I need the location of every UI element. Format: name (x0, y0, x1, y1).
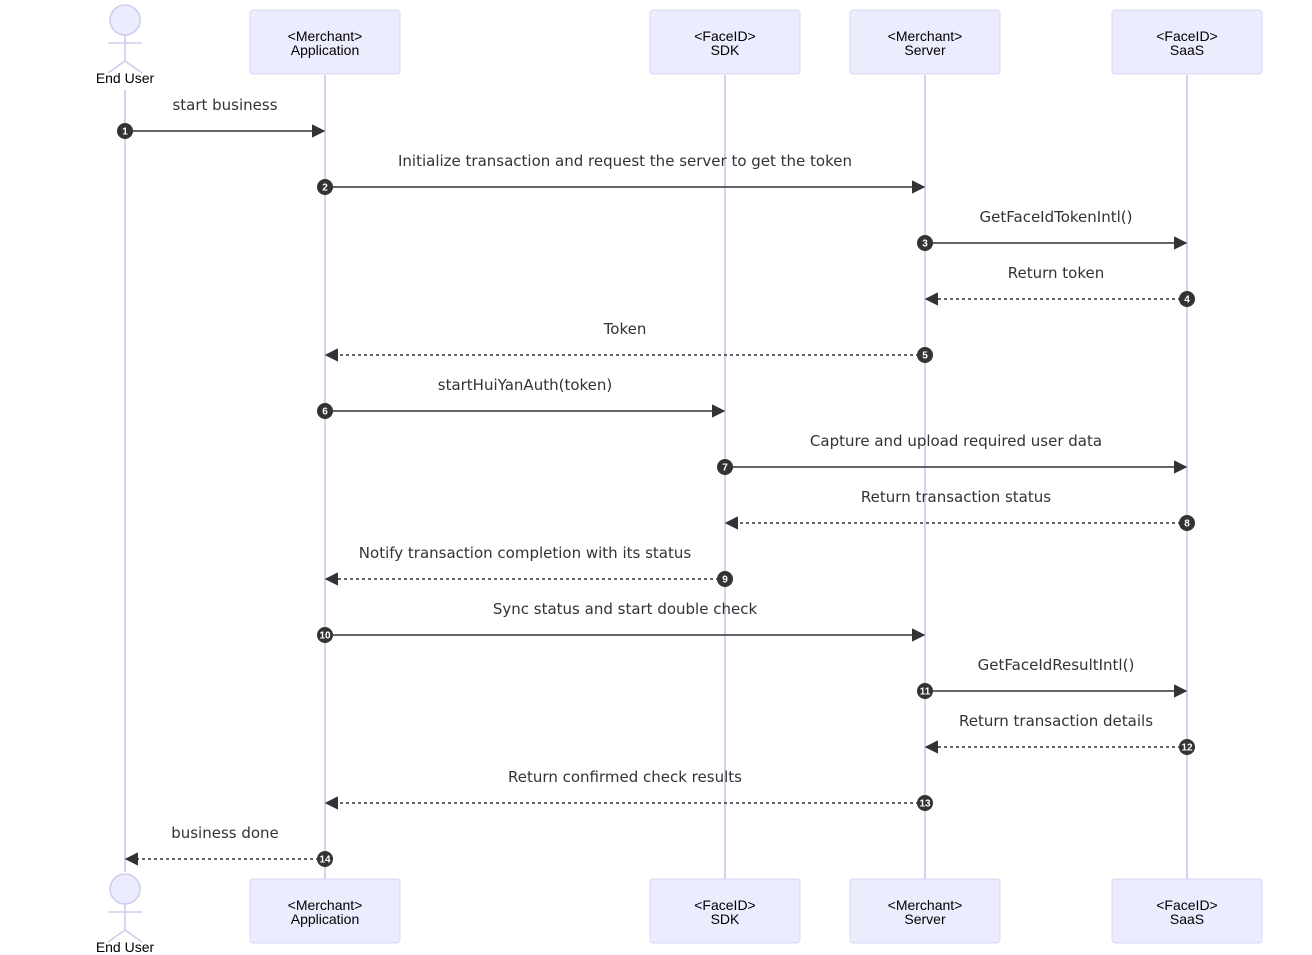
participant-label: Application (291, 42, 360, 58)
message-5: Token 5 (324, 320, 933, 363)
message-label: Token (603, 320, 647, 338)
participant-app-bottom: <Merchant>Application (249, 878, 401, 944)
participant-server-top: <Merchant>Server (849, 9, 1001, 75)
participant-box (649, 878, 801, 944)
participant-box (249, 878, 401, 944)
message-13: Return confirmed check results 13 (324, 768, 933, 811)
participant-user-bottom: End User (96, 873, 155, 955)
sequence-number: 1 (122, 127, 128, 138)
participant-saas-bottom: <FaceID>SaaS (1111, 878, 1263, 944)
participant-label: Application (291, 911, 360, 927)
actor-icon (107, 4, 143, 74)
participant-sdk-top: <FaceID>SDK (649, 9, 801, 75)
message-8: Return transaction status 8 (724, 488, 1195, 531)
sequence-number: 6 (322, 407, 328, 418)
participant-label: SaaS (1170, 911, 1204, 927)
participant-label: SDK (711, 911, 740, 927)
sequence-number-badge (717, 459, 733, 475)
sequence-number-badge (917, 795, 933, 811)
participant-box (1111, 9, 1263, 75)
participant-saas-top: <FaceID>SaaS (1111, 9, 1263, 75)
participant-label: <Merchant> (288, 28, 363, 44)
sequence-number-badge (1179, 291, 1195, 307)
message-label: start business (172, 96, 277, 114)
participant-label: <FaceID> (1156, 28, 1217, 44)
participant-label: <FaceID> (694, 897, 755, 913)
message-7: Capture and upload required user data 7 (717, 432, 1188, 475)
message-3: GetFaceIdTokenIntl() 3 (917, 208, 1188, 251)
sequence-number: 9 (722, 575, 728, 586)
message-14: business done 14 (124, 824, 333, 867)
lifelines (124, 75, 1188, 879)
participant-user-top: End User (96, 4, 155, 86)
message-11: GetFaceIdResultIntl() 11 (917, 656, 1188, 699)
sequence-number-badge (917, 235, 933, 251)
sequence-number: 2 (322, 183, 328, 194)
sequence-number: 5 (922, 351, 928, 362)
participant-label: <Merchant> (888, 28, 963, 44)
sequence-number-badge (917, 683, 933, 699)
sequence-number-badge (1179, 739, 1195, 755)
participant-label: End User (96, 939, 155, 955)
sequence-number-badge (317, 627, 333, 643)
message-1: start business 1 (117, 96, 326, 139)
message-label: Return confirmed check results (508, 768, 742, 786)
message-label: startHuiYanAuth(token) (438, 376, 613, 394)
message-label: Capture and upload required user data (810, 432, 1102, 450)
participant-box (249, 9, 401, 75)
participant-box (849, 9, 1001, 75)
sequence-number-badge (917, 347, 933, 363)
message-4: Return token 4 (924, 264, 1195, 307)
message-10: Sync status and start double check 10 (317, 600, 926, 643)
sequence-number-badge (1179, 515, 1195, 531)
participant-app-top: <Merchant>Application (249, 9, 401, 75)
participant-label: Server (904, 911, 946, 927)
actor-icon (107, 873, 143, 943)
participant-label: <Merchant> (888, 897, 963, 913)
message-label: Return transaction details (959, 712, 1153, 730)
sequence-number: 10 (319, 631, 331, 642)
message-label: business done (171, 824, 279, 842)
participant-server-bottom: <Merchant>Server (849, 878, 1001, 944)
message-label: Return transaction status (861, 488, 1051, 506)
sequence-number-badge (117, 123, 133, 139)
sequence-number: 11 (920, 687, 931, 698)
message-6: startHuiYanAuth(token) 6 (317, 376, 726, 419)
participant-label: <Merchant> (288, 897, 363, 913)
sequence-number: 7 (722, 463, 728, 474)
sequence-number-badge (317, 851, 333, 867)
sequence-number: 3 (922, 239, 928, 250)
participant-label: End User (96, 70, 155, 86)
sequence-number: 8 (1184, 519, 1190, 530)
message-label: Return token (1008, 264, 1105, 282)
participant-sdk-bottom: <FaceID>SDK (649, 878, 801, 944)
message-9: Notify transaction completion with its s… (324, 544, 733, 587)
participant-label: SDK (711, 42, 740, 58)
message-label: Sync status and start double check (493, 600, 758, 618)
message-label: Initialize transaction and request the s… (398, 152, 852, 170)
participant-box (1111, 878, 1263, 944)
participant-box (849, 878, 1001, 944)
sequence-number: 14 (319, 855, 331, 866)
message-label: GetFaceIdResultIntl() (978, 656, 1135, 674)
participant-label: Server (904, 42, 946, 58)
participant-box (649, 9, 801, 75)
message-2: Initialize transaction and request the s… (317, 152, 926, 195)
sequence-number: 13 (919, 799, 931, 810)
participant-label: <FaceID> (694, 28, 755, 44)
participant-label: <FaceID> (1156, 897, 1217, 913)
sequence-number: 4 (1184, 295, 1190, 306)
sequence-number-badge (317, 179, 333, 195)
message-label: Notify transaction completion with its s… (359, 544, 692, 562)
sequence-number-badge (717, 571, 733, 587)
sequence-number: 12 (1181, 743, 1193, 754)
message-12: Return transaction details 12 (924, 712, 1195, 755)
message-label: GetFaceIdTokenIntl() (980, 208, 1133, 226)
sequence-number-badge (317, 403, 333, 419)
participant-label: SaaS (1170, 42, 1204, 58)
